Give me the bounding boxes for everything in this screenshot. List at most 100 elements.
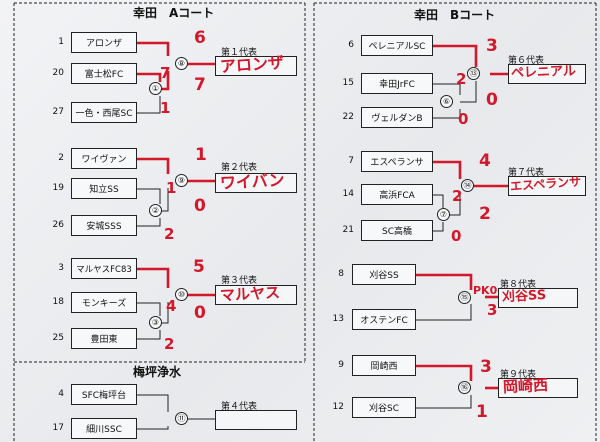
score: 1	[160, 99, 171, 117]
match-node: ⑩	[175, 288, 188, 301]
score: 2	[164, 335, 175, 353]
winner-path-b3	[416, 273, 498, 299]
team-box: ワイヴァン	[71, 148, 137, 169]
team-box: SC高橋	[361, 220, 433, 241]
team-box: 知立SS	[71, 178, 137, 199]
winner-box	[215, 173, 297, 193]
match-node: ①	[149, 82, 162, 95]
match-node: ⑪	[175, 412, 188, 425]
winner-box	[508, 64, 586, 84]
winner-handwritten: アロンザ	[219, 52, 285, 77]
seed-number: 6	[348, 40, 354, 50]
team-box: 刈谷SC	[352, 397, 416, 418]
score: 7	[194, 75, 206, 95]
score: 0	[451, 227, 462, 245]
score: 1	[476, 402, 488, 422]
team-box: 刈谷SS	[352, 264, 416, 285]
winner-path-b2	[433, 160, 508, 188]
match-node: ⑨	[175, 174, 188, 187]
score: 6	[194, 28, 206, 48]
team-box: 富士松FC	[71, 63, 137, 84]
seed-number: 12	[332, 402, 344, 412]
seed-number: 9	[338, 360, 344, 370]
seed-number: 18	[52, 297, 64, 307]
court-b-title: 幸田 Bコート	[414, 8, 496, 22]
winner-path-b4	[416, 364, 498, 390]
seed-number: 7	[348, 156, 354, 166]
match-node: ②	[149, 204, 162, 217]
seed-number: 20	[52, 68, 64, 78]
seed-number: 2	[58, 153, 64, 163]
umetsubo-title: 梅坪浄水	[133, 365, 182, 379]
team-box: 高浜FCA	[361, 184, 433, 205]
winner-box	[215, 285, 297, 305]
match-node: ⑭	[461, 179, 474, 192]
score: 4	[479, 151, 491, 171]
score: 2	[479, 204, 491, 224]
seed-number: 3	[58, 263, 64, 273]
representative-label: 第２代表	[221, 163, 258, 173]
winner-handwritten: 岡崎西	[502, 375, 549, 397]
winner-box	[508, 176, 586, 196]
seed-number: 27	[52, 107, 64, 117]
representative-label: 第１代表	[221, 48, 258, 58]
score: PK0	[473, 284, 498, 297]
score: 2	[456, 70, 467, 88]
seed-number: 17	[52, 423, 64, 433]
seed-number: 1	[58, 37, 64, 47]
representative-label: 第３代表	[221, 276, 258, 286]
winner-box	[498, 378, 578, 398]
score: 0	[194, 303, 206, 323]
winner-box	[215, 56, 297, 76]
winner-box	[215, 410, 297, 430]
team-box: 細川SSC	[71, 418, 137, 439]
match-node: ⑦	[437, 208, 450, 221]
seed-number: 19	[52, 183, 64, 193]
seed-number: 4	[58, 389, 64, 399]
seed-number: 25	[52, 333, 64, 343]
match-node: ⑥	[440, 95, 453, 108]
winner-handwritten: 刈谷SS	[501, 287, 547, 306]
representative-label: 第６代表	[508, 56, 545, 66]
team-box: マルヤスFC83	[71, 258, 137, 279]
team-box: モンキーズ	[71, 292, 137, 313]
match-node: ③	[149, 316, 162, 329]
winner-handwritten: ペレニアル	[510, 63, 577, 82]
team-box: 一色・西尾SC	[71, 102, 137, 123]
seed-number: 13	[332, 314, 344, 324]
match-node: ⑮	[458, 291, 471, 304]
bracket-c	[137, 394, 215, 430]
team-box: 幸田JrFC	[361, 73, 433, 94]
score: 2	[164, 225, 175, 243]
seed-number: 26	[52, 220, 64, 230]
score: 7	[160, 64, 171, 82]
representative-label: 第９代表	[500, 370, 537, 380]
representative-label: 第４代表	[221, 402, 258, 412]
score: 0	[486, 90, 498, 110]
team-box: ペレニアルSC	[361, 35, 433, 56]
team-box: 安城SSS	[71, 215, 137, 236]
team-box: オステンFC	[352, 309, 416, 330]
court-a-title: 幸田 Aコート	[133, 6, 215, 20]
winner-path-b1	[433, 44, 508, 76]
score: 1	[195, 145, 207, 165]
team-box: エスペランサ	[361, 151, 433, 172]
team-box: ヴェルダンB	[361, 107, 433, 128]
representative-label: 第７代表	[508, 168, 545, 178]
representative-label: 第８代表	[500, 280, 537, 290]
match-node: ⑬	[467, 67, 480, 80]
team-box: SFC梅坪台	[71, 384, 137, 405]
seed-number: 8	[338, 269, 344, 279]
score: 2	[452, 187, 463, 205]
seed-number: 15	[342, 78, 354, 88]
match-node: ⑯	[458, 381, 471, 394]
match-node: ⑧	[175, 57, 188, 70]
score: 4	[166, 297, 177, 315]
winner-box	[498, 288, 578, 308]
score: 3	[486, 36, 498, 56]
score: 5	[193, 257, 205, 277]
score: 0	[194, 196, 206, 216]
team-box: 岡崎西	[352, 355, 416, 376]
